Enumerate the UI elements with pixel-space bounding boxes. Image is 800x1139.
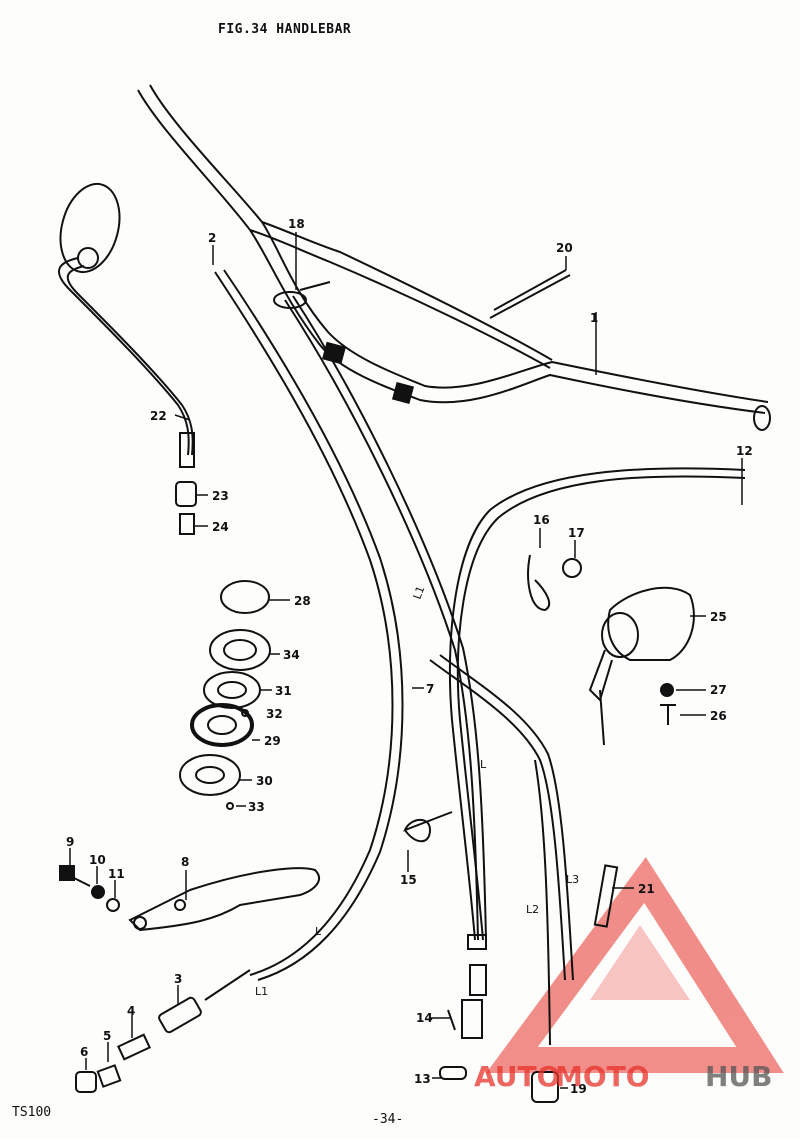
watermark-hub: HUB <box>705 1060 773 1093</box>
watermark-auto: AUTO <box>474 1060 560 1093</box>
dim-l-bottom: L <box>315 925 322 938</box>
cable-adjusters <box>439 934 559 1103</box>
cables <box>214 269 746 1046</box>
callout-31: 31 <box>275 684 292 698</box>
callout-9: 9 <box>66 835 74 849</box>
callout-3: 3 <box>174 972 182 986</box>
callouts: 1 2 3 4 5 6 7 8 9 10 11 12 13 14 15 16 1… <box>66 217 753 1096</box>
handlebar <box>137 84 771 431</box>
callout-13: 13 <box>414 1072 431 1086</box>
callout-29: 29 <box>264 734 281 748</box>
callout-1: 1 <box>590 311 598 325</box>
callout-11: 11 <box>108 867 125 881</box>
watermark-text: AUTO MOTO HUB <box>474 1060 773 1093</box>
callout-12: 12 <box>736 444 753 458</box>
callout-2: 2 <box>208 231 216 245</box>
callout-5: 5 <box>103 1029 111 1043</box>
callout-6: 6 <box>80 1045 88 1059</box>
callout-4: 4 <box>127 1004 135 1018</box>
callout-14: 14 <box>416 1011 433 1025</box>
callout-15: 15 <box>400 873 417 887</box>
callout-23: 23 <box>212 489 229 503</box>
callout-17: 17 <box>568 526 585 540</box>
dim-l3: L3 <box>566 873 579 886</box>
page-number: -34- <box>372 1112 404 1127</box>
callout-27: 27 <box>710 683 727 697</box>
switch-parts <box>179 580 271 810</box>
watermark-logo <box>486 857 784 1073</box>
ignition-switch <box>527 554 695 746</box>
dimension-labels: L1 L L2 L3 L L1 <box>255 584 579 998</box>
watermark-moto: MOTO <box>555 1060 650 1093</box>
small-parts <box>273 269 619 928</box>
callout-18: 18 <box>288 217 305 231</box>
brake-bracket <box>128 867 320 932</box>
callout-16: 16 <box>533 513 550 527</box>
callout-10: 10 <box>89 853 106 867</box>
callout-34: 34 <box>283 648 300 662</box>
callout-25: 25 <box>710 610 727 624</box>
callout-21: 21 <box>638 882 655 896</box>
callout-32: 32 <box>266 707 283 721</box>
callout-30: 30 <box>256 774 273 788</box>
callout-28: 28 <box>294 594 311 608</box>
dim-l1: L1 <box>411 584 428 601</box>
callout-22: 22 <box>150 409 167 423</box>
dim-l-right: L <box>480 758 487 771</box>
dim-l1-bottom: L1 <box>255 985 268 998</box>
callout-19: 19 <box>570 1082 587 1096</box>
mirror-nut <box>175 481 197 535</box>
model-label: TS100 <box>12 1105 52 1120</box>
callout-20: 20 <box>556 241 573 255</box>
bolt-washers <box>59 865 120 912</box>
callout-8: 8 <box>181 855 189 869</box>
figure-title: FIG.34 HANDLEBAR <box>218 22 352 37</box>
leader-lines <box>69 232 743 1089</box>
mirror <box>58 182 195 468</box>
callout-33: 33 <box>248 800 265 814</box>
callout-24: 24 <box>212 520 229 534</box>
callout-7: 7 <box>426 682 434 696</box>
throttle-parts <box>75 969 251 1093</box>
callout-26: 26 <box>710 709 727 723</box>
dim-l2: L2 <box>526 903 539 916</box>
